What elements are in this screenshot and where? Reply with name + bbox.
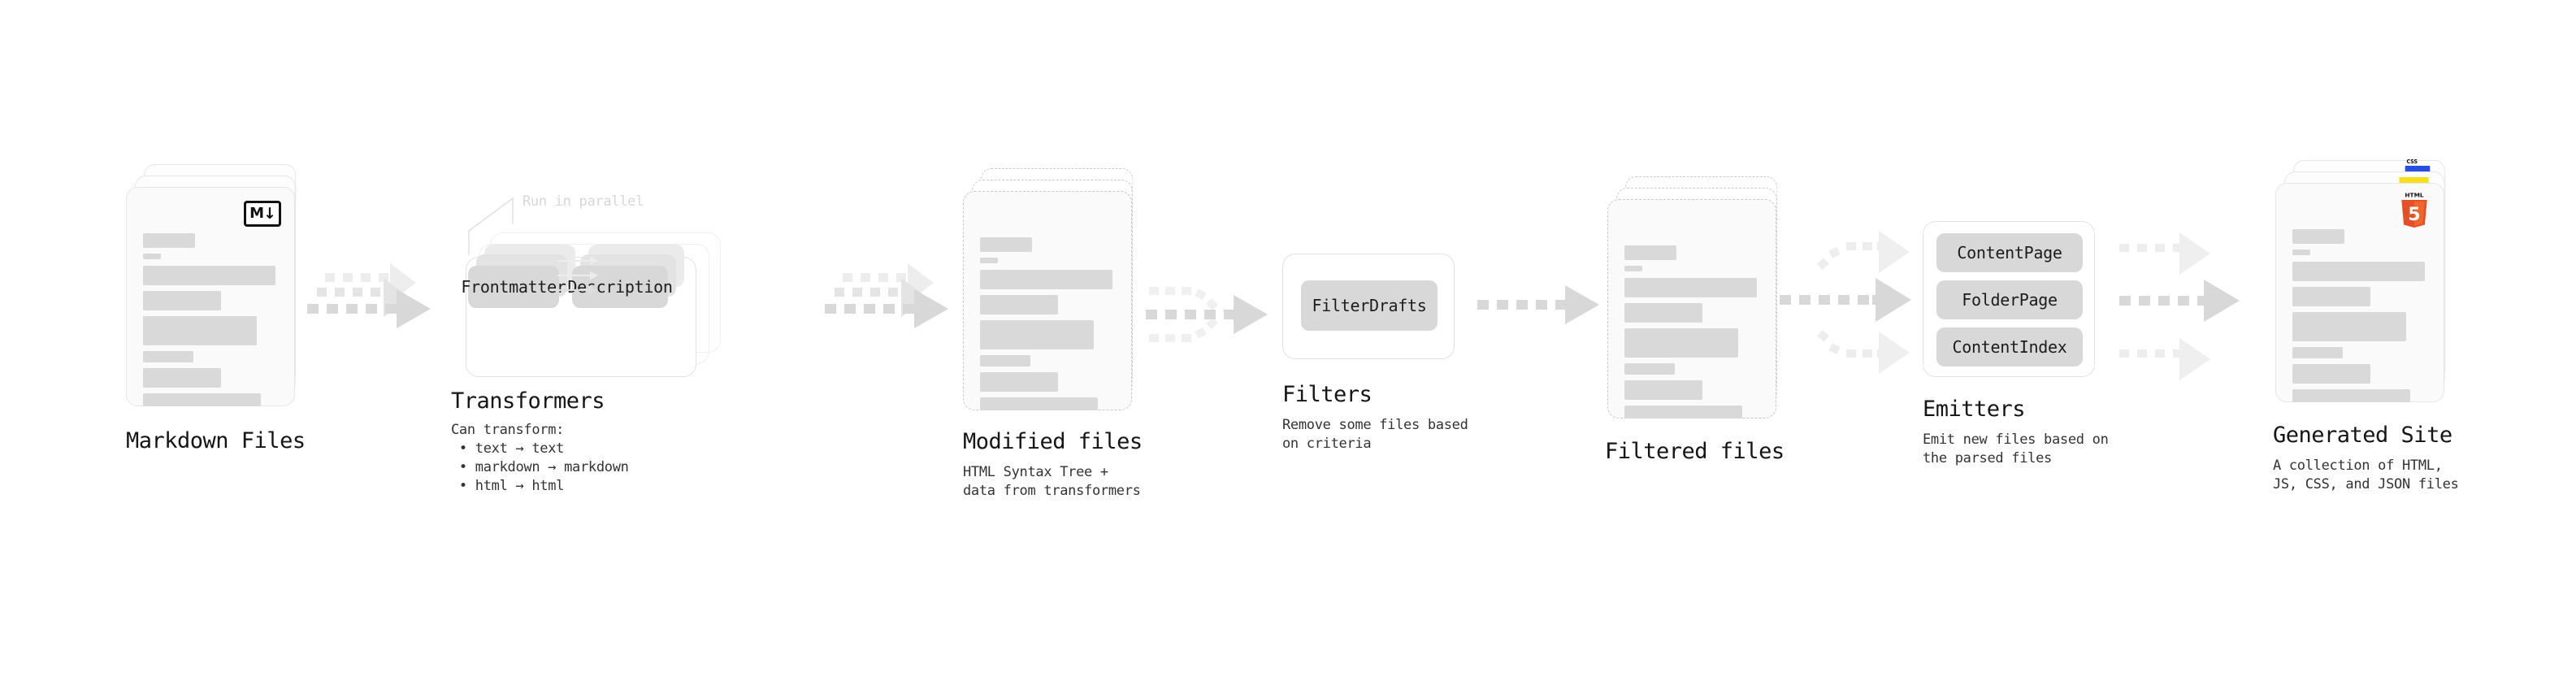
stage-title-emitters: Emitters [1923, 397, 2026, 422]
chip-frontmatter[interactable]: Frontmatter [461, 266, 566, 308]
parallel-label: Run in parallel [523, 193, 644, 210]
conn-md-to-transformers [307, 263, 431, 328]
skeleton-bar [1624, 328, 1738, 358]
stage-title-filtered-files: Filtered files [1605, 439, 1785, 464]
chip-contentindex[interactable]: ContentIndex [1936, 327, 2083, 367]
skeleton-bar [2292, 389, 2410, 402]
skeleton-bar [980, 397, 1098, 410]
skeleton-bar [143, 351, 193, 362]
skeleton-bar [143, 368, 221, 388]
skeleton-bar [1624, 245, 1676, 260]
stage-title-markdown-files: Markdown Files [126, 428, 306, 453]
skeleton-bar [1624, 406, 1742, 419]
skeleton-bar [980, 258, 998, 263]
skeleton-bar [1624, 303, 1702, 323]
markdown-logo-icon: M↓ [244, 201, 281, 227]
skeleton-bar [980, 295, 1058, 314]
skeleton-bar [980, 355, 1030, 367]
skeleton-bar [143, 233, 195, 248]
stage-subtitle-generated-site: A collection of HTML, JS, CSS, and JSON … [2273, 458, 2459, 492]
skeleton-bar [980, 270, 1112, 289]
skeleton-bar [980, 372, 1058, 392]
chip-folderpage[interactable]: FolderPage [1936, 280, 2083, 319]
skeleton-bar [143, 316, 257, 345]
conn-emitters-to-site [2119, 232, 2240, 380]
skeleton-bar [2292, 347, 2343, 358]
stage-title-modified-files: Modified files [963, 429, 1143, 454]
inner-arrows [549, 257, 598, 295]
skeleton-bar [980, 237, 1032, 252]
stage-title-filters: Filters [1282, 382, 1373, 407]
filtered-card-front [1607, 199, 1776, 419]
skeleton-bar [2292, 364, 2370, 384]
skeleton-bar [2292, 262, 2425, 281]
transformer-group-front: Frontmatter Description [461, 245, 696, 377]
skeleton-bar [143, 254, 161, 259]
skeleton-bar [2292, 312, 2406, 341]
stage-filters-box: FilterDrafts [1282, 254, 1455, 359]
html5-logo-icon: HTML 5 [2401, 191, 2427, 228]
skeleton-bar [1624, 380, 1702, 400]
skeleton-bar [1624, 266, 1642, 271]
svg-text:5: 5 [2408, 204, 2420, 225]
skeleton-bar [143, 393, 261, 406]
stage-subtitle-filters: Remove some files based on criteria [1282, 417, 1468, 452]
skeleton-bar [1624, 278, 1757, 297]
chip-filterdrafts[interactable]: FilterDrafts [1301, 280, 1438, 331]
skeleton-bar [2292, 249, 2310, 255]
stage-title-transformers: Transformers [451, 388, 605, 414]
stage-title-generated-site: Generated Site [2273, 423, 2452, 448]
conn-modified-to-filters [1146, 287, 1268, 342]
parallel-callout-bracket [468, 197, 514, 255]
stage-emitters-box: ContentPage FolderPage ContentIndex [1923, 221, 2095, 377]
conn-transformers-to-modified [825, 263, 948, 328]
markdown-card-front: M↓ [126, 187, 295, 406]
stage-subtitle-modified-files: HTML Syntax Tree + data from transformer… [963, 464, 1141, 499]
skeleton-bar [2292, 287, 2370, 306]
skeleton-bar [143, 291, 221, 310]
chip-contentpage[interactable]: ContentPage [1936, 233, 2083, 272]
conn-filtered-to-emitters [1780, 231, 1911, 374]
stage-subtitle-emitters: Emit new files based on the parsed files [1923, 432, 2109, 466]
skeleton-bar [1624, 363, 1675, 375]
svg-text:HTML: HTML [2405, 191, 2424, 198]
stage-subtitle-transformers: Can transform: • text → text • markdown … [451, 422, 629, 494]
skeleton-bar [980, 320, 1094, 349]
modified-card-front [963, 191, 1132, 410]
skeleton-bar [143, 266, 275, 285]
conn-filters-to-filtered [1477, 285, 1599, 324]
chip-description[interactable]: Description [567, 266, 673, 308]
site-card-front: HTML 5 [2275, 183, 2444, 402]
skeleton-bar [2292, 229, 2344, 244]
